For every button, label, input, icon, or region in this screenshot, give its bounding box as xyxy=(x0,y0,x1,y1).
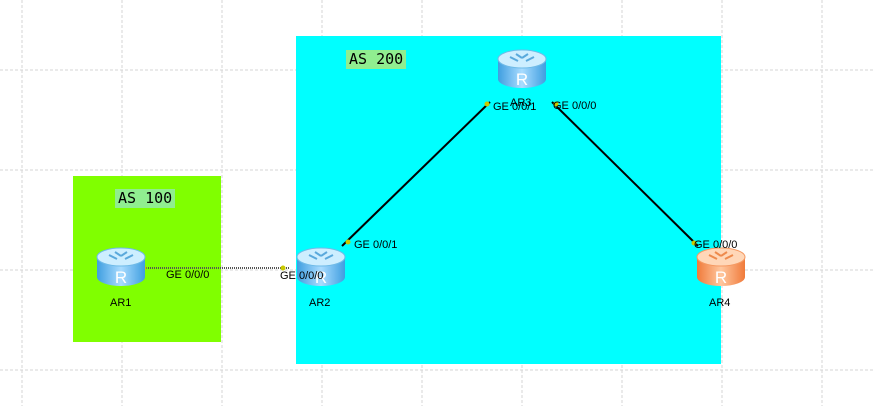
router-name: AR3 xyxy=(510,97,532,109)
as200-label: AS 200 xyxy=(346,50,407,69)
router-ar2[interactable]: R xyxy=(296,245,346,289)
router-icon: R xyxy=(696,247,746,287)
port-label-ar3-ge000: GE 0/0/0 xyxy=(553,100,597,112)
router-name: AR1 xyxy=(110,297,132,309)
port-dot xyxy=(280,265,286,271)
router-ar4[interactable]: R xyxy=(696,245,746,289)
svg-text:R: R xyxy=(516,70,528,89)
router-ar1[interactable]: R xyxy=(96,245,146,289)
port-dot xyxy=(691,240,697,246)
router-icon: R xyxy=(497,49,547,89)
svg-text:R: R xyxy=(315,268,327,287)
port-label-ar2-ge000: GE 0/0/0 xyxy=(280,270,324,282)
router-name: AR4 xyxy=(709,297,731,309)
svg-text:R: R xyxy=(715,268,727,287)
link-ar3-ar4[interactable] xyxy=(551,101,699,247)
port-label-ar2-ge001: GE 0/0/1 xyxy=(354,239,398,251)
link-ar2-ar3[interactable] xyxy=(341,101,491,247)
port-dot xyxy=(345,239,351,245)
port-label-ar3-ge001: GE 0/0/1 xyxy=(493,101,537,113)
router-name: AR2 xyxy=(309,297,331,309)
svg-text:R: R xyxy=(115,268,127,287)
router-icon: R xyxy=(96,247,146,287)
port-dot xyxy=(484,101,490,107)
as100-label: AS 100 xyxy=(115,189,176,208)
port-label-ar1-ge000: GE 0/0/0 xyxy=(166,269,210,281)
router-ar3[interactable]: R xyxy=(497,47,547,91)
router-icon: R xyxy=(296,247,346,287)
port-dot xyxy=(553,101,559,107)
port-label-ar4-ge000: GE 0/0/0 xyxy=(694,239,738,251)
